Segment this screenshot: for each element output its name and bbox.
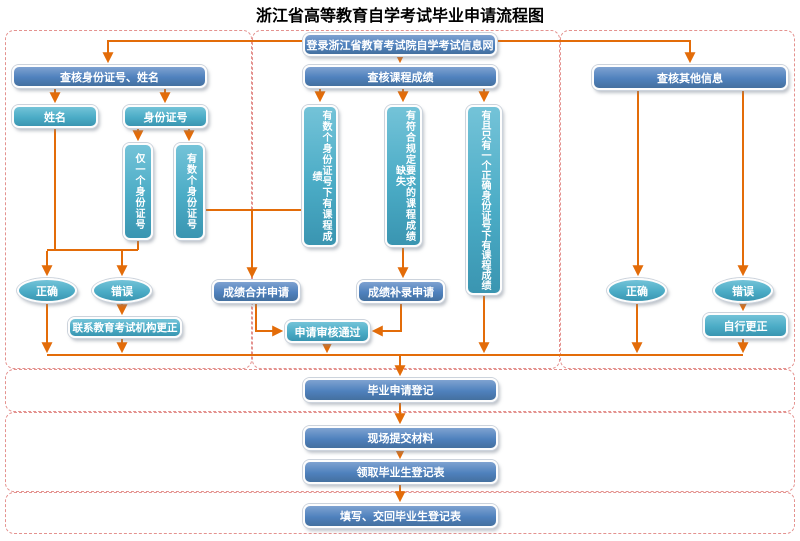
- node-wrong-right: 错误: [713, 278, 773, 303]
- node-correct-right: 正确: [607, 278, 667, 303]
- section-score-check: [252, 30, 560, 369]
- node-login: 登录浙江省教育考试院自学考试信息网: [303, 33, 497, 56]
- node-check-other: 查核其他信息: [592, 65, 788, 90]
- node-approved: 申请审核通过: [285, 320, 370, 343]
- node-correct-left: 正确: [17, 278, 77, 303]
- node-self-correct: 自行更正: [703, 313, 788, 338]
- node-qualified-scores-missing: 有符合规定要求的课程成绩缺失: [385, 105, 422, 247]
- node-check-course: 查核课程成绩: [303, 65, 498, 88]
- node-several-ids: 有数个身份证号: [174, 143, 205, 240]
- page-title: 浙江省高等教育自学考试毕业申请流程图: [255, 8, 544, 25]
- node-merge-apply: 成绩合并申请: [212, 280, 300, 303]
- node-wrong-left: 错误: [92, 278, 152, 303]
- node-name: 姓名: [12, 105, 98, 128]
- section-identity-check: [5, 30, 252, 369]
- section-other-check: [560, 30, 795, 369]
- node-submit-materials: 现场提交材料: [303, 426, 498, 450]
- node-id-number: 身份证号: [123, 105, 208, 128]
- node-supplement-apply: 成绩补录申请: [357, 280, 445, 303]
- node-contact-authority-correct: 联系教育考试机构更正: [68, 317, 182, 338]
- node-only-one-id: 仅一个身份证号: [123, 143, 153, 240]
- node-fill-return-form: 填写、交回毕业生登记表: [303, 504, 498, 528]
- node-scores-under-several-ids: 有数个身份证号下有课程成绩: [302, 105, 338, 247]
- node-receive-form: 领取毕业生登记表: [303, 460, 498, 484]
- node-check-identity: 查核身份证号、姓名: [12, 65, 207, 88]
- node-register: 毕业申请登记: [303, 378, 498, 402]
- node-scores-under-one-correct-id: 有且只有一个正确身份证号下有课程成绩: [466, 105, 502, 295]
